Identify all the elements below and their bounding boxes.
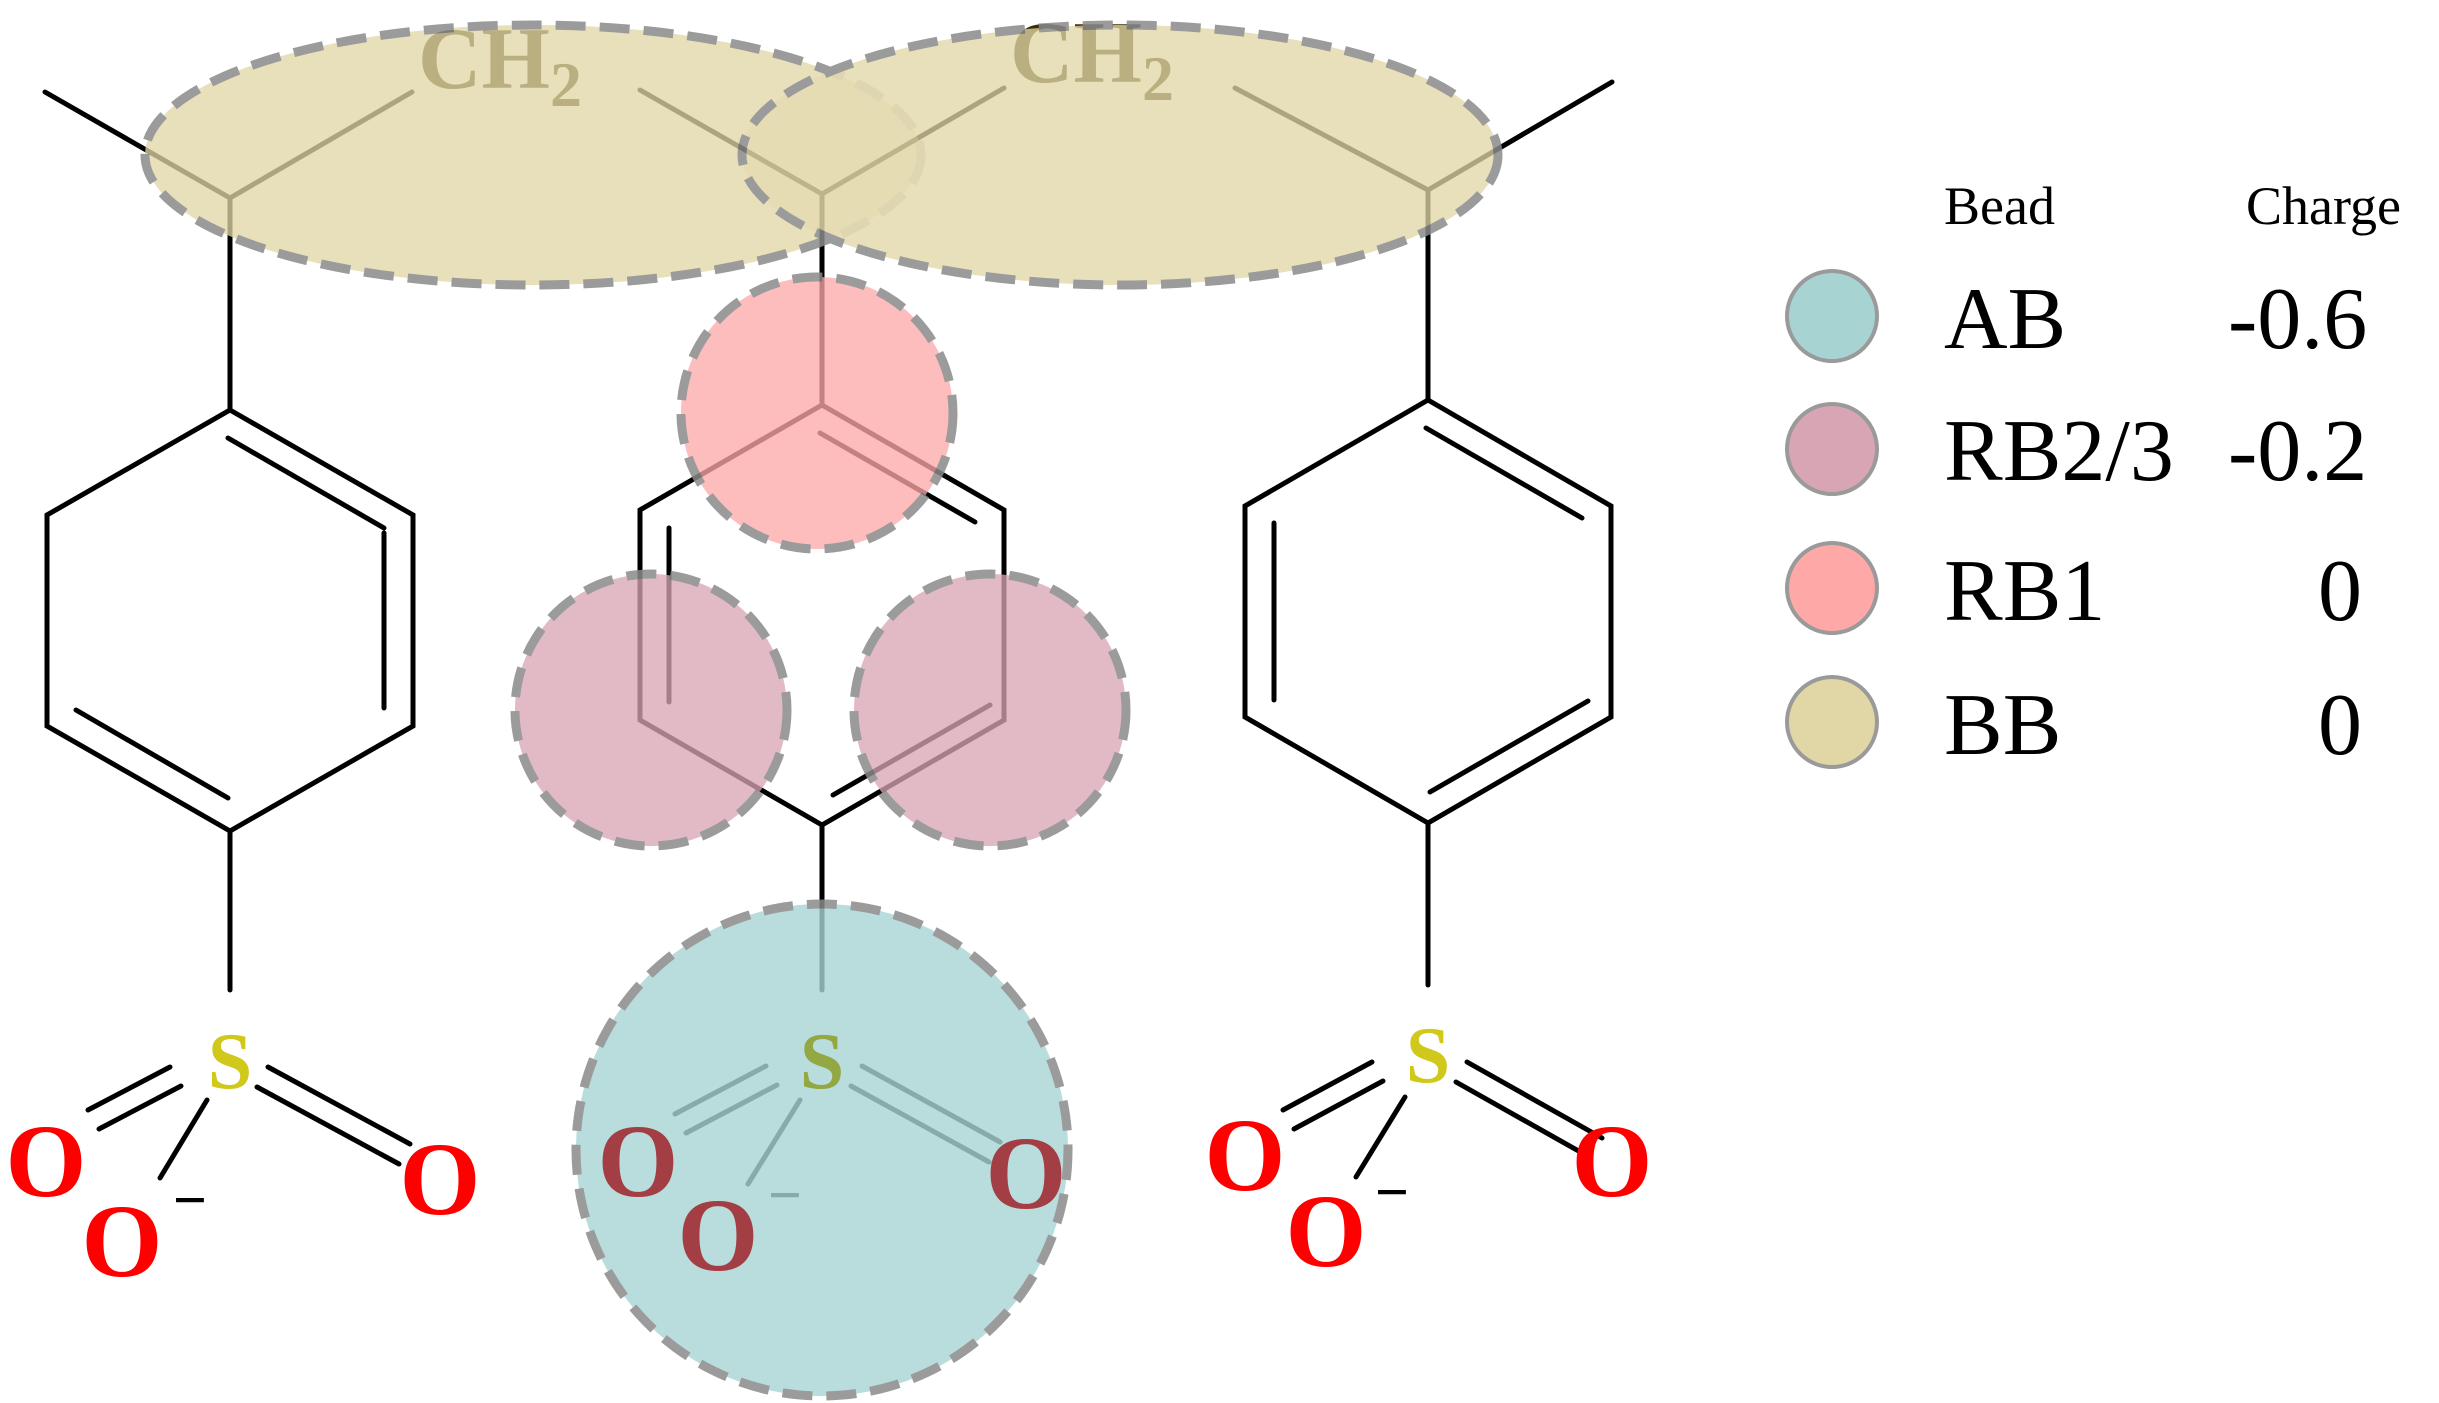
- legend: Bead Charge AB -0.6 RB2/3 -0.2 RB1 0 BB …: [1785, 176, 2401, 774]
- right-monomer: [1242, 187, 1614, 1180]
- oxygen-middle-overlay-2: O: [986, 1116, 1067, 1231]
- oxygen-right-1: O: [1205, 1098, 1286, 1213]
- oxygen-middle-overlay-1: O: [598, 1104, 679, 1219]
- oxygen-left-2: O: [400, 1122, 481, 1237]
- legend-header-charge: Charge: [2246, 176, 2401, 236]
- legend-bead-rb1: RB1: [1944, 543, 2105, 640]
- oxygen-right-2: O: [1572, 1104, 1653, 1219]
- legend-header-bead: Bead: [1944, 176, 2055, 236]
- sulfur-middle-overlay: S: [800, 1018, 845, 1106]
- legend-charge-ab: -0.6: [2228, 271, 2367, 368]
- legend-charge-rb23: -0.2: [2228, 403, 2367, 500]
- bead-ab: [571, 899, 1073, 1401]
- legend-bead-bb: BB: [1944, 677, 2061, 774]
- sulfur-right: S: [1406, 1012, 1451, 1100]
- bead-rb3: [849, 569, 1131, 851]
- legend-bead-rb23: RB2/3: [1944, 403, 2174, 500]
- oxygen-middle-overlay-3: O: [678, 1178, 759, 1293]
- bead-bb-right: [737, 20, 1503, 290]
- oxygen-left-3: O: [82, 1184, 163, 1299]
- legend-swatch-rb23: [1785, 402, 1879, 496]
- legend-row-rb1: RB1 0: [1785, 541, 2362, 640]
- legend-bead-ab: AB: [1944, 271, 2066, 368]
- bead-rb1: [676, 272, 958, 554]
- beads: [140, 20, 1503, 1401]
- oxygen-right-3: O: [1286, 1174, 1367, 1289]
- legend-swatch-ab: [1785, 269, 1879, 363]
- middle-overlay-atoms: S O O O: [598, 1018, 1067, 1293]
- legend-swatch-rb1: [1785, 541, 1879, 635]
- left-monomer: [44, 195, 416, 1181]
- oxygen-left-1: O: [6, 1104, 87, 1219]
- legend-row-bb: BB 0: [1785, 675, 2362, 774]
- legend-charge-rb1: 0: [2318, 543, 2362, 640]
- sulfur-left: S: [208, 1018, 253, 1106]
- legend-swatch-bb: [1785, 675, 1879, 769]
- legend-row-rb23: RB2/3 -0.2: [1785, 402, 2367, 500]
- minus-left: −: [173, 1167, 207, 1233]
- bead-rb2: [510, 569, 792, 851]
- legend-row-ab: AB -0.6: [1785, 269, 2367, 368]
- legend-charge-bb: 0: [2318, 677, 2362, 774]
- minus-right: −: [1375, 1159, 1409, 1225]
